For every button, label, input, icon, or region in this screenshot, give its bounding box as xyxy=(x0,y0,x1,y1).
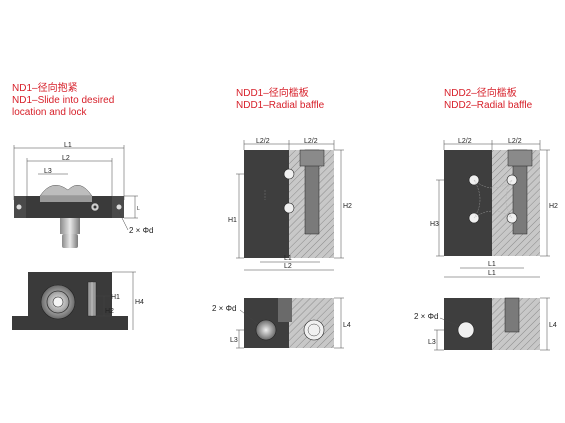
ndd2-l3-label: L3 xyxy=(428,339,436,346)
nd1-caption: ND1–径向抱紧 ND1–Slide into desired location… xyxy=(12,83,114,119)
nd1-l2-label: L2 xyxy=(62,155,70,162)
ndd2-l4-label: L4 xyxy=(549,322,557,329)
ndd1-hole-lower xyxy=(283,202,295,214)
nd1-mount-hole-left xyxy=(16,204,22,210)
ndd1-caption: NDD1–径向槛板 NDD1–Radial baffle xyxy=(236,88,324,112)
nd1-title-en: ND1–Slide into desired xyxy=(12,95,115,106)
ndd1-title-zh: NDD1–径向槛板 xyxy=(236,88,309,99)
ndd2-hole-tr xyxy=(506,174,518,186)
ndd2-h2-label: H2 xyxy=(549,203,558,210)
nd1-side-view: H1 H2 H4 xyxy=(12,271,144,330)
ndd1-front-view: L2/2 L2/2 H2 H1 L1 L2 xyxy=(228,138,352,271)
nd1-shaft xyxy=(60,218,80,234)
ndd1-title-en: NDD1–Radial baffle xyxy=(236,100,325,111)
ndd2-block-left xyxy=(444,150,492,256)
ndd2-title-zh: NDD2–径向槛板 xyxy=(444,88,517,99)
ndd2-l1-label-b: L1 xyxy=(488,270,496,277)
ndd1-l2-label: L2 xyxy=(284,263,292,270)
ndd1-block-left xyxy=(244,150,289,258)
ndd1-l2-half-b: L2/2 xyxy=(304,138,318,145)
ndd1-bore-right xyxy=(303,319,325,341)
ndd2-bore xyxy=(457,321,475,339)
ndd1-bore-left xyxy=(255,319,277,341)
ndd2-bottom-view: L4 L3 2 × Φd xyxy=(414,297,557,351)
ndd2-front-view: L2/2 L2/2 H2 H3 L1 L1 xyxy=(430,138,558,278)
nd1-hole-callout: 2 × Φd xyxy=(129,226,153,235)
nd1-title-zh: ND1–径向抱紧 xyxy=(12,83,78,94)
nd1-l3-label: L3 xyxy=(44,168,52,175)
ndd1-l4-label: L4 xyxy=(343,322,351,329)
nd1-h4-label: H4 xyxy=(135,299,144,306)
ndd2-h3-label: H3 xyxy=(430,221,439,228)
ndd1-hole-upper xyxy=(283,168,295,180)
ndd2-title-en: NDD2–Radial baffle xyxy=(444,100,533,111)
ndd1-l2-half-a: L2/2 xyxy=(256,138,270,145)
ndd1-bottom-view: L4 L3 2 × Φd xyxy=(212,297,351,349)
ndd1-h1-label: H1 xyxy=(228,217,237,224)
nd1-front-view: L1 L2 L3 L 2 × Φd xyxy=(13,142,153,248)
ndd1-hole-callout: 2 × Φd xyxy=(212,304,236,313)
nd1-title-en-2: location and lock xyxy=(12,107,87,118)
nd1-clamp-ball xyxy=(39,184,93,197)
ndd2-l2-half-a: L2/2 xyxy=(458,138,472,145)
svg-text:L: L xyxy=(137,206,140,212)
ndd2-caption: NDD2–径向槛板 NDD2–Radial baffle xyxy=(444,88,532,112)
ndd2-l1-label-a: L1 xyxy=(488,261,496,268)
ndd1-l1-label: L1 xyxy=(284,255,292,262)
ndd1-l3-label: L3 xyxy=(230,337,238,344)
nd1-h1-label: H1 xyxy=(111,294,120,301)
nd1-h2-label: H2 xyxy=(105,308,114,315)
ndd2-l2-half-b: L2/2 xyxy=(508,138,522,145)
ndd1-h2-label: H2 xyxy=(343,203,352,210)
nd1-mount-hole-right xyxy=(116,204,122,210)
nd1-l1-label: L1 xyxy=(64,142,72,149)
ndd2-hole-callout: 2 × Φd xyxy=(414,312,438,321)
